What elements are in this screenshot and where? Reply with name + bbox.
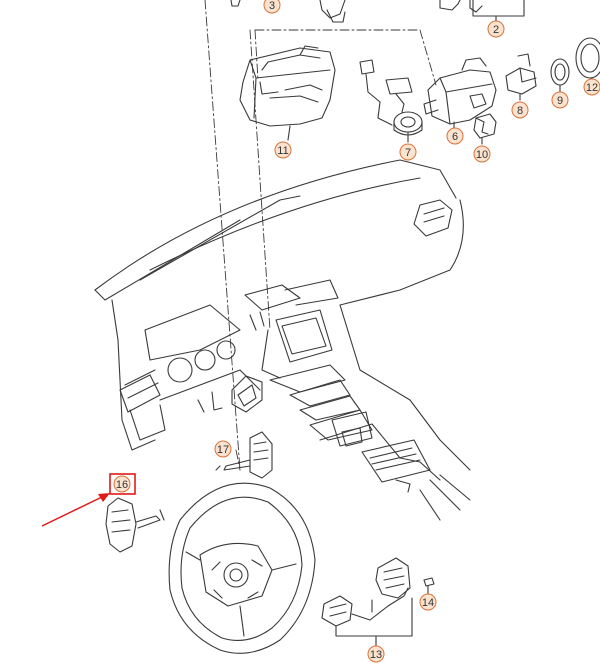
callout-7-label: 7 <box>405 147 411 159</box>
callout-16-highlight-box <box>109 473 136 495</box>
callout-12: 12 <box>583 78 600 96</box>
part-12-ring <box>575 37 600 79</box>
callout-2: 2 <box>487 20 505 38</box>
part-17-switch <box>215 431 273 479</box>
dashboard <box>94 159 471 521</box>
callout-8-label: 8 <box>517 105 523 117</box>
callout-6: 6 <box>446 127 464 145</box>
callout-2-label: 2 <box>493 24 499 36</box>
callout-11-label: 11 <box>277 145 288 157</box>
callout-17: 17 <box>214 440 232 458</box>
callout-14: 14 <box>419 593 437 611</box>
callout-8: 8 <box>511 101 529 119</box>
callout-3-label: 3 <box>269 0 275 12</box>
part-9-ring <box>550 58 570 93</box>
leader-lines <box>204 0 437 471</box>
part-16-switch <box>105 497 165 553</box>
callout-16-label: 16 <box>116 479 128 491</box>
callout-13-label: 13 <box>370 649 382 661</box>
callout-10-label: 10 <box>476 149 488 161</box>
callout-13: 13 <box>367 645 385 663</box>
callout-12-label: 12 <box>586 82 598 94</box>
part-8-cylinder <box>505 53 537 101</box>
part-7-cable <box>359 59 423 143</box>
callout-7: 7 <box>399 143 417 161</box>
callout-16: 16 <box>109 473 136 495</box>
callout-10: 10 <box>473 145 491 163</box>
callout-6-label: 6 <box>452 131 458 143</box>
callout-14-label: 14 <box>422 597 434 609</box>
callout-17-label: 17 <box>217 444 229 456</box>
part-10-sensor <box>473 113 497 145</box>
steering-wheel <box>168 482 316 654</box>
callout-3: 3 <box>263 0 281 14</box>
part-3-fragment <box>230 0 241 7</box>
callout-9-label: 9 <box>557 95 563 107</box>
part-11-module <box>239 45 336 141</box>
part-14-screw <box>423 577 435 595</box>
part-6-housing <box>423 57 497 135</box>
highlight-arrow-icon <box>41 493 110 527</box>
part-13-switches <box>321 557 413 647</box>
callout-9: 9 <box>551 91 569 109</box>
callout-11: 11 <box>274 141 292 159</box>
part-2-fragment <box>319 0 525 23</box>
